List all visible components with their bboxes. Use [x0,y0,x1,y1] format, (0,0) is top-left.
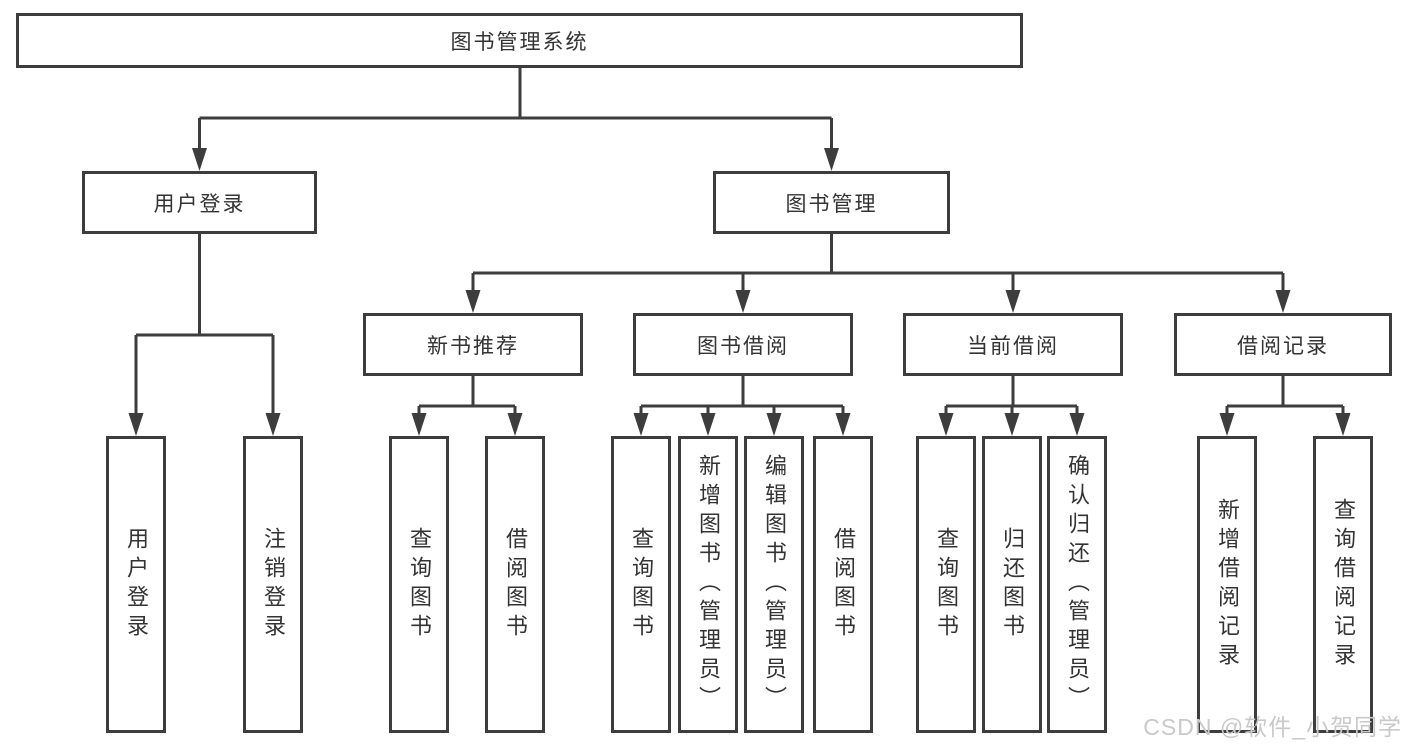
node-new-book-recommend: 新书推荐 [363,313,583,376]
node-book-mgmt-label: 图书管理 [785,192,878,216]
node-current-borrow: 当前借阅 [903,313,1123,376]
leaf-add-book-admin-label: 新增图书（管理员） [696,454,721,715]
connector-lines [134,68,1345,415]
leaf-add-book-admin: 新增图书（管理员） [678,436,738,733]
node-new-book-recommend-label: 新书推荐 [427,334,519,358]
leaf-query-borrow-record: 查询借阅记录 [1313,436,1373,733]
leaf-query-books-borrow: 查询图书 [611,436,671,733]
leaf-borrow-books: 借阅图书 [813,436,873,733]
leaf-borrow-books-recommend: 借阅图书 [485,436,545,733]
node-user-login-label: 用户登录 [153,192,246,216]
watermark-text: CSDN @软件_小贺同学 [1143,714,1402,740]
leaf-borrow-books-recommend-label: 借阅图书 [503,526,528,643]
node-book-mgmt: 图书管理 [713,171,950,234]
leaf-edit-book-admin: 编辑图书（管理员） [744,436,804,733]
leaf-user-login-label: 用户登录 [124,526,149,643]
leaf-query-books-borrow-label: 查询图书 [629,526,654,643]
node-root: 图书管理系统 [16,13,1023,68]
arrowheads [128,148,1351,436]
leaf-borrow-books-label: 借阅图书 [831,526,856,643]
leaf-query-borrow-record-label: 查询借阅记录 [1331,497,1356,672]
node-book-borrow-label: 图书借阅 [697,334,789,358]
node-current-borrow-label: 当前借阅 [967,334,1059,358]
leaf-logout: 注销登录 [243,436,303,733]
leaf-query-books-recommend-label: 查询图书 [407,526,432,643]
leaf-add-borrow-record-label: 新增借阅记录 [1215,497,1240,672]
leaf-query-books-current-label: 查询图书 [934,526,959,643]
node-root-label: 图书管理系统 [450,30,589,54]
node-book-borrow: 图书借阅 [633,313,853,376]
leaf-return-book-label: 归还图书 [1000,526,1025,643]
node-user-login: 用户登录 [82,171,317,234]
leaf-return-book: 归还图书 [982,436,1042,733]
leaf-edit-book-admin-label: 编辑图书（管理员） [762,454,787,715]
leaf-add-borrow-record: 新增借阅记录 [1197,436,1257,733]
leaf-confirm-return-admin: 确认归还（管理员） [1047,436,1107,733]
leaf-user-login: 用户登录 [106,436,166,733]
leaf-confirm-return-admin-label: 确认归还（管理员） [1065,454,1090,715]
leaf-query-books-current: 查询图书 [916,436,976,733]
node-borrow-records: 借阅记录 [1174,313,1392,376]
node-borrow-records-label: 借阅记录 [1237,334,1329,358]
leaf-query-books-recommend: 查询图书 [389,436,449,733]
leaf-logout-label: 注销登录 [261,526,286,643]
